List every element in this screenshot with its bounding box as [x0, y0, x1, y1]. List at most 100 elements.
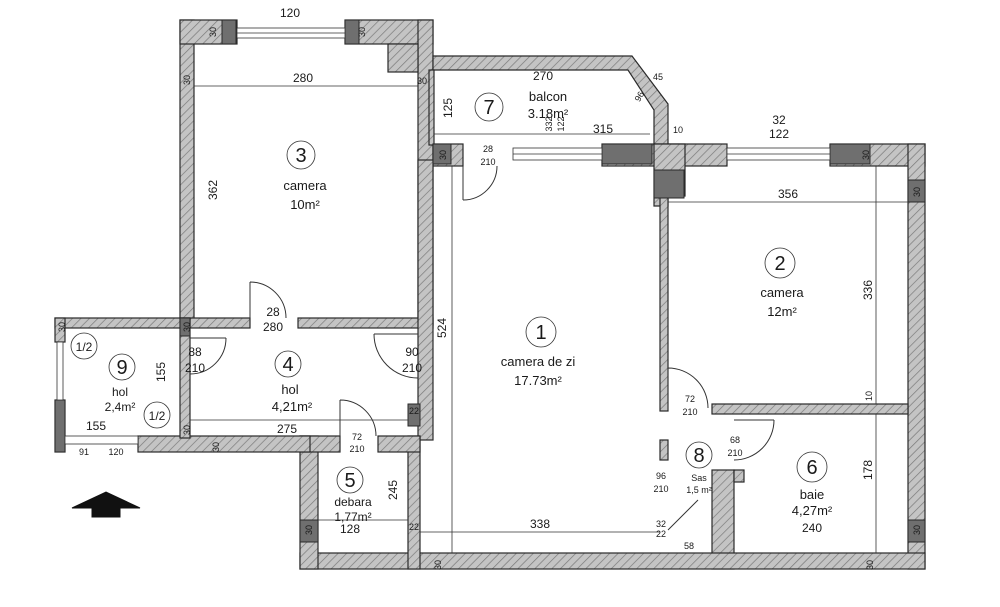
wall-thickness-label: 30: [912, 187, 922, 197]
wall-balcony-left: [428, 69, 435, 146]
dimension-label: 178: [861, 460, 875, 480]
room-4-label: 4 hol 4,21m²: [272, 350, 313, 414]
door-r4-left: [189, 337, 227, 375]
fraction-top: 1/2: [70, 332, 98, 360]
wall-thickness-label: 30: [182, 322, 192, 332]
room-number: 7: [483, 97, 494, 119]
dimension-label: 96: [656, 471, 666, 481]
room-name: baie: [800, 487, 825, 502]
pillar: [653, 169, 685, 199]
dimension-label: 128: [340, 522, 360, 536]
wall-r2-right: [907, 143, 926, 570]
room-number: 4: [282, 354, 293, 376]
wall-r8-stub: [733, 469, 745, 483]
room-name: camera de zi: [501, 354, 576, 369]
room-area: 12m²: [767, 304, 797, 319]
room-area: 1,77m²: [334, 510, 371, 524]
dimension-label: 210: [653, 484, 668, 494]
dimension-label: 88: [188, 345, 202, 359]
room-number: 9: [116, 357, 127, 379]
dimension-label: 120: [280, 6, 300, 20]
dimension-label: 122: [556, 116, 566, 131]
room-number: 1: [535, 322, 546, 344]
inner-lines: [190, 85, 908, 553]
dimension-label: 362: [206, 180, 220, 200]
dimension-label: 280: [293, 71, 313, 85]
room-area: 4,21m²: [272, 399, 313, 414]
dimension-label: 210: [402, 361, 422, 375]
room-3-label: 3 camera 10m²: [283, 140, 327, 212]
wall-r1-left: [417, 159, 434, 441]
wall-thickness-label: 30: [865, 560, 875, 570]
dimension-label: 122: [769, 127, 789, 141]
room-name: Sas: [691, 473, 707, 483]
wall-thickness-label: 30: [438, 150, 448, 160]
dimension-label: 72: [352, 432, 362, 442]
door-r2: [667, 367, 709, 410]
window-r9: [56, 341, 64, 401]
pillar: [54, 399, 66, 453]
dimension-label: 280: [263, 320, 283, 334]
wall-thickness-label: 30: [182, 425, 192, 435]
room-5-label: 5 debara 1,77m²: [334, 466, 372, 524]
dimension-label: 90: [405, 345, 419, 359]
room-area: 1,5 m²: [686, 485, 712, 495]
dimension-label: 270: [533, 69, 553, 83]
room-9-label: 9 hol 2,4m²: [105, 353, 136, 414]
dimension-label: 332: [544, 116, 554, 131]
door-r6: [733, 419, 775, 461]
dimension-label: 155: [86, 419, 106, 433]
wall-thickness-label: 30: [304, 525, 314, 535]
room-number: 2: [774, 253, 785, 275]
door-r3: [249, 281, 287, 319]
room-1-label: 1 camera de zi 17.73m²: [501, 316, 576, 388]
dimension-label: 32: [772, 113, 786, 127]
dimension-label: 524: [435, 318, 449, 338]
wall-thickness-label: 30: [57, 322, 67, 332]
dimension-label: 275: [277, 422, 297, 436]
room-area: 3.18m²: [528, 106, 569, 121]
room-6-label: 6 baie 4,27m²: [792, 451, 833, 518]
dimension-label: 120: [108, 447, 123, 457]
dimension-label: 338: [530, 517, 550, 531]
pillar: [407, 403, 421, 427]
room-area: 2,4m²: [105, 400, 136, 414]
dimensions: 120 280 362 270 45 96 125 332 122 315 10…: [57, 6, 922, 570]
dimension-label: 10: [673, 125, 683, 135]
walls: [54, 19, 926, 570]
wall-thickness-label: 30: [182, 75, 192, 85]
dimension-label: 68: [730, 435, 740, 445]
dimension-label: 22: [409, 522, 419, 532]
dimension-label: 28: [266, 305, 280, 319]
pillar: [907, 519, 926, 543]
door-r8: [667, 499, 699, 531]
wall-bottom: [299, 552, 926, 570]
dimension-label: 210: [682, 407, 697, 417]
door-balcony: [462, 165, 498, 201]
wall-thickness-label: 30: [433, 560, 443, 570]
room-number: 3: [295, 145, 306, 167]
dimension-label: 10: [864, 391, 874, 401]
wall-thickness-label: 30: [357, 27, 367, 37]
dimension-label: 32: [656, 519, 666, 529]
room-labels: 3 camera 10m² 7 balcon 3.18m² 2 camera 1…: [70, 89, 833, 524]
wall-r4-bottom: [137, 435, 311, 453]
door-r9-entry: [64, 435, 139, 445]
fraction-bottom: 1/2: [143, 401, 171, 429]
doors: [189, 165, 775, 531]
dimension-label: 22: [656, 529, 666, 539]
room-area: 10m²: [290, 197, 320, 212]
wall-thickness-label: 30: [417, 76, 427, 86]
windows: [56, 27, 831, 445]
room-name: camera: [760, 285, 804, 300]
dimension-label: 336: [861, 280, 875, 300]
wall-thickness-label: 30: [912, 525, 922, 535]
wall-thickness-label: 30: [861, 150, 871, 160]
wall-thickness-label: 30: [208, 27, 218, 37]
wall-r8-left: [659, 439, 669, 461]
pillar: [601, 143, 653, 165]
dimension-label: 240: [802, 521, 822, 535]
fraction-label: 1/2: [76, 340, 93, 354]
dimension-label: 315: [593, 122, 613, 136]
dimension-label: 45: [653, 72, 663, 82]
